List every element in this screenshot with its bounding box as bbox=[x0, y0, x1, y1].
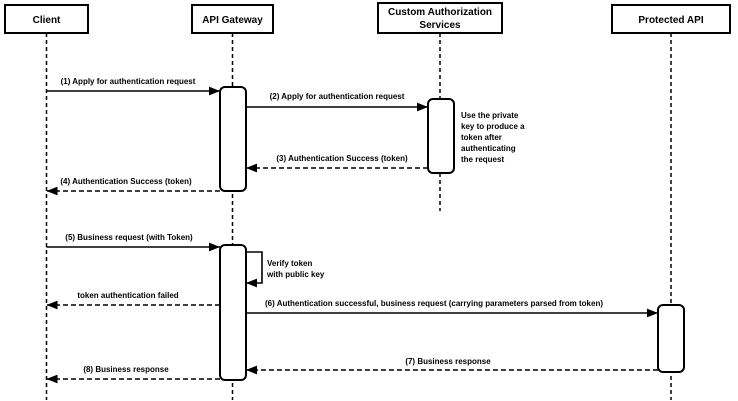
participant-client-label: Client bbox=[33, 15, 61, 26]
participant-api-gateway: API Gateway bbox=[191, 4, 274, 34]
note-line-2: key to produce a bbox=[461, 122, 525, 131]
activation-api-gateway-auth bbox=[219, 86, 247, 192]
participant-client-box bbox=[4, 4, 89, 34]
message-1-label: (1) Apply for authentication request bbox=[61, 77, 196, 86]
message-3-label: (3) Authentication Success (token) bbox=[276, 154, 408, 163]
self-message-verify-token-arrow bbox=[246, 251, 263, 288]
message-8-label: (8) Business response bbox=[83, 365, 169, 374]
participant-custom-authorization-services: Custom Authorization Services bbox=[377, 2, 503, 34]
message-token-failed-label: token authentication failed bbox=[77, 291, 178, 300]
participant-custom-authorization-services-label-line1: Custom Authorization bbox=[388, 7, 492, 18]
participant-protected-api-label: Protected API bbox=[638, 15, 703, 26]
note-line-5: the request bbox=[461, 155, 504, 164]
message-5-label: (5) Business request (with Token) bbox=[65, 233, 193, 242]
self-message-verify-token-line2: with public key bbox=[266, 270, 325, 279]
participant-api-gateway-box bbox=[191, 4, 274, 34]
participant-protected-api-box bbox=[611, 4, 731, 34]
message-7-label: (7) Business response bbox=[405, 357, 491, 366]
activation-protected-api bbox=[657, 304, 685, 373]
participant-custom-authorization-services-box bbox=[377, 2, 503, 34]
self-message-verify-token-line1: Verify token bbox=[267, 259, 312, 268]
participant-protected-api: Protected API bbox=[611, 4, 731, 34]
activation-api-gateway-business bbox=[219, 244, 247, 381]
note-line-3: token after bbox=[461, 133, 502, 142]
participant-client: Client bbox=[4, 4, 89, 34]
message-6-label: (6) Authentication successful, business … bbox=[265, 299, 603, 308]
note-line-4: authenticating bbox=[461, 144, 516, 153]
note-private-key: Use the private key to produce a token a… bbox=[461, 111, 525, 164]
participant-api-gateway-label: API Gateway bbox=[202, 15, 263, 26]
message-4-label: (4) Authentication Success (token) bbox=[60, 177, 192, 186]
note-line-1: Use the private bbox=[461, 111, 519, 120]
activation-custom-authorization-services bbox=[427, 98, 455, 174]
participant-custom-authorization-services-label-line2: Services bbox=[419, 20, 461, 31]
message-2-label: (2) Apply for authentication request bbox=[270, 92, 405, 101]
